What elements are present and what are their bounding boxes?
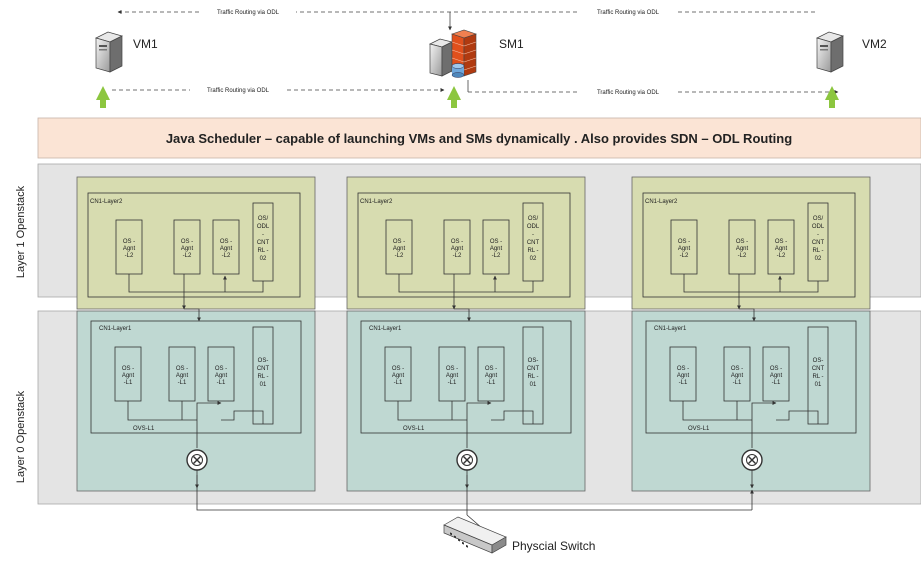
compute-node-column: CN1-Layer2 OS -Agnt-L2 OS -Agnt-L2 OS -Agnt… (631, 176, 871, 492)
os-agent-l2-box[interactable] (443, 219, 471, 275)
ovs-l1-label: OVS-L1 (688, 426, 710, 432)
layer1-node-box (346, 176, 586, 310)
cn-layer1-title: CN1-Layer1 (369, 326, 402, 332)
layer1-label: Layer 1 Openstack (15, 185, 27, 278)
os-agent-l2-box[interactable] (728, 219, 756, 275)
layer1-node-box (76, 176, 316, 310)
java-scheduler-bar (37, 117, 921, 159)
os-agent-l1-label: OS -Agnt-L1 (122, 366, 135, 386)
os-agent-l2-box[interactable] (212, 219, 240, 275)
compute-node-column: CN1-Layer2 OS -Agnt-L2 OS -Agnt-L2 OS -Agnt… (76, 176, 316, 492)
compute-node-column: CN1-Layer2 OS -Agnt-L2 OS -Agnt-L2 OS -Agnt… (346, 176, 586, 492)
os-agent-l1-label: OS -Agnt-L1 (176, 366, 189, 386)
os-agent-l1-label: OS -Agnt-L1 (215, 366, 228, 386)
physical-switch-label: Physcial Switch (512, 539, 595, 553)
os-agent-l2-label: OS -Agnt-L2 (123, 239, 136, 259)
up-arrow-icon (447, 86, 461, 108)
os-agent-l2-label: OS -Agnt-L2 (220, 239, 233, 259)
os-agent-l2-label: OS -Agnt-L2 (393, 239, 406, 259)
sm1-server-firewall-icon[interactable] (428, 29, 477, 78)
cn-layer2-title: CN1-Layer2 (90, 199, 123, 205)
ovs-l1-label: OVS-L1 (403, 426, 425, 432)
vm1-server-icon[interactable] (95, 31, 123, 73)
os-agent-l2-label: OS -Agnt-L2 (775, 239, 788, 259)
routing-label-sm1-vm2: Traffic Routing via ODL (597, 90, 660, 96)
os-agent-l2-label: OS -Agnt-L2 (181, 239, 194, 259)
layer0-label: Layer 0 Openstack (15, 390, 27, 483)
os-agent-l2-label: OS -Agnt-L2 (451, 239, 464, 259)
os-agent-l1-label: OS -Agnt-L1 (731, 366, 744, 386)
cn-layer2-title: CN1-Layer2 (360, 199, 393, 205)
cn-layer2-box (357, 192, 571, 298)
cn-layer2-box (642, 192, 856, 298)
os-agent-l1-label: OS -Agnt-L1 (392, 366, 405, 386)
os-agent-l1-label: OS -Agnt-L1 (485, 366, 498, 386)
os-agent-l2-label: OS -Agnt-L2 (490, 239, 503, 259)
physical-switch-icon[interactable] (443, 516, 507, 554)
vm2-server-icon[interactable] (816, 31, 844, 73)
routing-label-vm1-sm1: Traffic Routing via ODL (207, 88, 270, 94)
cn-layer1-box (360, 320, 572, 434)
os-agent-l2-box[interactable] (767, 219, 795, 275)
vm2-label: VM2 (862, 37, 887, 51)
os-agent-l1-label: OS -Agnt-L1 (446, 366, 459, 386)
cn-layer1-box (90, 320, 302, 434)
routing-label-top-left: Traffic Routing via ODL (217, 10, 280, 16)
java-scheduler-text: Java Scheduler – capable of launching VM… (166, 131, 792, 146)
vm1-label: VM1 (133, 37, 158, 51)
ovs-l1-label: OVS-L1 (133, 426, 155, 432)
cn-layer1-title: CN1-Layer1 (654, 326, 687, 332)
layer1-node-box (631, 176, 871, 310)
os-agent-l2-box[interactable] (173, 219, 201, 275)
up-arrow-icon (825, 86, 839, 108)
cn-layer2-box (87, 192, 301, 298)
sm1-label: SM1 (499, 37, 524, 51)
os-agent-l2-label: OS -Agnt-L2 (678, 239, 691, 259)
cn-layer1-title: CN1-Layer1 (99, 326, 132, 332)
os-agent-l2-box[interactable] (482, 219, 510, 275)
cn-layer1-box (645, 320, 857, 434)
os-agent-l1-label: OS -Agnt-L1 (770, 366, 783, 386)
cn-layer2-title: CN1-Layer2 (645, 199, 678, 205)
os-agent-l1-label: OS -Agnt-L1 (677, 366, 690, 386)
routing-label-top-right: Traffic Routing via ODL (597, 10, 660, 16)
up-arrow-icon (96, 86, 110, 108)
os-agent-l2-label: OS -Agnt-L2 (736, 239, 749, 259)
